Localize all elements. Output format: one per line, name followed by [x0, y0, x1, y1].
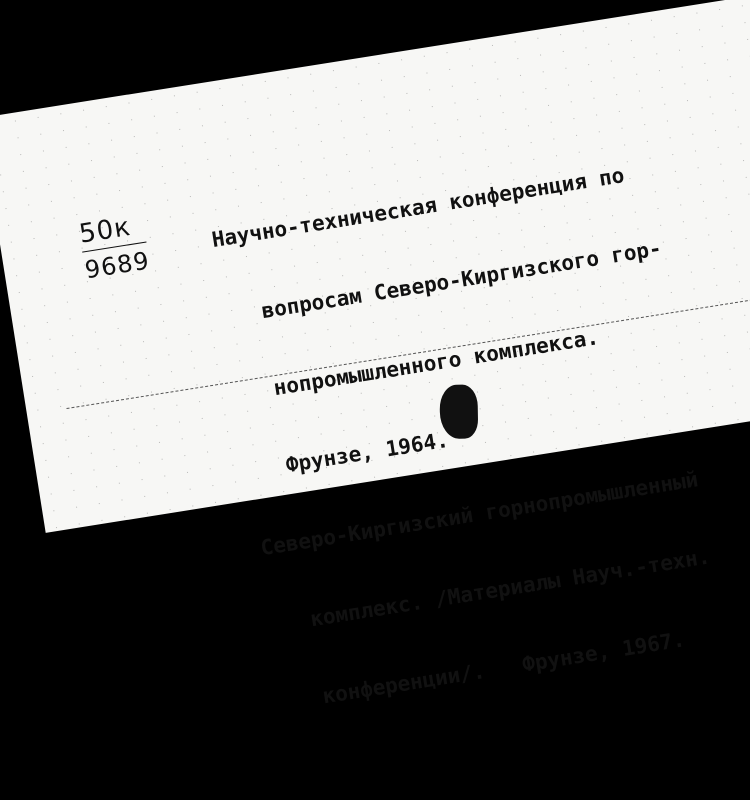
entry-line: конференции/. Фрунзе, 1967. [283, 627, 687, 715]
entry-line: комплекс. /Материалы Науч.-техн. [271, 544, 712, 638]
entry-line: Научно-техническая конференция по [210, 163, 626, 253]
entry-line: вопросам Северо-Киргизского гор- [222, 236, 664, 330]
ink-blot [439, 384, 479, 440]
entry-line: Северо-Киргизский горнопромышленный [258, 467, 700, 561]
catalog-card: 50к 9689 Научно-техническая конференция … [0, 0, 750, 708]
call-number: 50к 9689 [77, 211, 152, 284]
